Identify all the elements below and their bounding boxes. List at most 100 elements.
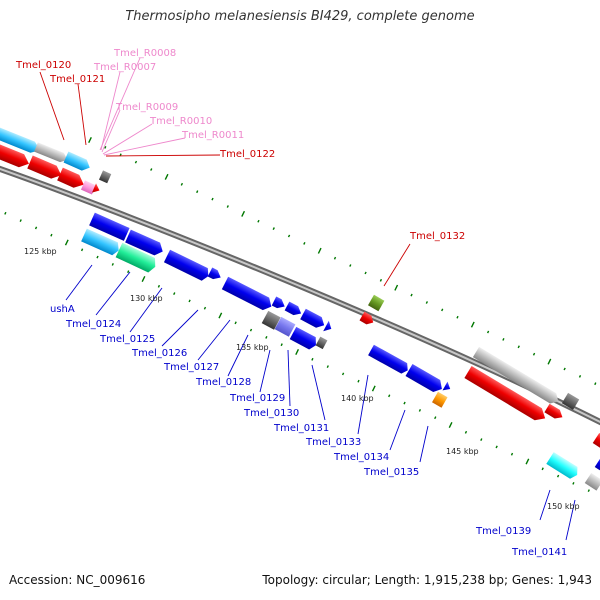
scale-tick xyxy=(572,481,575,485)
gene-label[interactable]: Tmel_0122 xyxy=(219,149,275,160)
scale-tick xyxy=(19,219,22,222)
scale-tick xyxy=(64,239,69,246)
gene-label[interactable]: Tmel_0128 xyxy=(195,377,251,388)
scale-label: 130 kbp xyxy=(130,294,163,303)
scale-tick xyxy=(88,136,92,144)
scale-tick xyxy=(541,467,544,471)
gene-label[interactable]: Tmel_0124 xyxy=(65,319,121,330)
gene-label[interactable]: Tmel_R0007 xyxy=(93,62,156,73)
trna-feature xyxy=(80,180,96,195)
cds-feature xyxy=(594,456,600,471)
scale-label: 145 kbp xyxy=(446,447,479,456)
scale-tick xyxy=(317,247,322,254)
cds-feature xyxy=(207,267,221,280)
scale-tick xyxy=(525,458,530,465)
cds-feature xyxy=(561,392,580,410)
scale-tick xyxy=(349,264,352,267)
gene-label[interactable]: Tmel_R0008 xyxy=(113,48,176,59)
cds-feature xyxy=(261,310,281,330)
scale-tick xyxy=(180,182,184,186)
scale-tick xyxy=(480,438,483,441)
cds-feature xyxy=(584,472,600,491)
scale-tick xyxy=(196,190,199,194)
scale-tick xyxy=(486,330,490,334)
scale-tick xyxy=(587,489,590,493)
scale-tick xyxy=(556,474,560,478)
gene-label[interactable]: Tmel_0134 xyxy=(333,452,389,463)
scale-tick xyxy=(357,379,360,383)
scale-labels: 125 kbp 130 kbp 135 kbp 140 kbp 145 kbp … xyxy=(24,247,580,511)
cds-feature xyxy=(544,403,563,419)
cds-feature xyxy=(91,183,100,193)
cds-feature xyxy=(221,276,272,311)
scale-tick xyxy=(594,382,597,386)
scale-tick xyxy=(470,321,475,328)
gene-label[interactable]: Tmel_0125 xyxy=(99,334,155,345)
scale-tick xyxy=(127,270,130,274)
cds-feature xyxy=(546,452,578,479)
cds-feature xyxy=(274,316,296,337)
scale-tick xyxy=(425,301,429,304)
scale-tick xyxy=(364,271,367,275)
scale-tick xyxy=(164,173,169,180)
scale-tick xyxy=(563,367,566,371)
scale-tick xyxy=(111,263,114,266)
scale-tick xyxy=(50,233,53,237)
scale-tick xyxy=(257,219,260,223)
scale-tick xyxy=(388,394,391,398)
scale-tick xyxy=(448,421,453,429)
gene-label[interactable]: Tmel_0131 xyxy=(273,423,329,434)
scale-tick xyxy=(173,292,176,296)
scale-tick xyxy=(495,445,498,449)
scale-tick xyxy=(464,430,468,434)
gene-label[interactable]: Tmel_0141 xyxy=(511,547,567,558)
cds-feature xyxy=(284,301,302,316)
gene-labels-top: Tmel_0120 Tmel_R0008 Tmel_R0007 Tmel_012… xyxy=(15,48,465,242)
gene-label[interactable]: Tmel_0129 xyxy=(229,393,285,404)
gene-label[interactable]: ushA xyxy=(50,304,75,315)
cds-feature xyxy=(464,365,546,421)
gene-label[interactable]: Tmel_0120 xyxy=(15,60,71,71)
cds-feature xyxy=(289,326,316,350)
scale-tick xyxy=(456,315,459,319)
scale-tick xyxy=(341,372,345,376)
cds-feature xyxy=(89,212,130,241)
scale-tick xyxy=(241,210,246,217)
cds-feature xyxy=(27,155,62,179)
gene-label[interactable]: Tmel_0132 xyxy=(409,231,465,242)
gene-label[interactable]: Tmel_0135 xyxy=(363,467,419,478)
scale-tick xyxy=(272,227,275,231)
scale-tick xyxy=(80,248,84,252)
gene-label[interactable]: Tmel_0126 xyxy=(131,348,187,359)
scale-tick xyxy=(311,357,314,361)
cds-feature xyxy=(405,363,442,393)
scale-tick xyxy=(287,234,291,238)
scale-tick xyxy=(226,205,229,208)
scale-tick xyxy=(295,348,300,356)
cds-feature xyxy=(315,336,328,350)
cds-feature xyxy=(163,249,209,281)
scale-tick xyxy=(410,293,413,297)
scale-tick xyxy=(249,328,253,332)
cds-feature xyxy=(98,170,112,184)
scale-tick xyxy=(371,385,376,392)
gene-label[interactable]: Tmel_R0011 xyxy=(181,130,244,141)
cds-feature xyxy=(34,142,68,163)
scale-tick xyxy=(502,338,505,341)
scale-tick xyxy=(441,308,444,312)
gene-label[interactable]: Tmel_0133 xyxy=(305,437,361,448)
gene-label[interactable]: Tmel_0121 xyxy=(49,74,105,85)
scale-tick xyxy=(510,452,514,456)
gene-label[interactable]: Tmel_0139 xyxy=(475,526,531,537)
cds-feature xyxy=(125,229,163,256)
gene-label[interactable]: Tmel_0127 xyxy=(163,362,219,373)
gene-label[interactable]: Tmel_0130 xyxy=(243,408,299,419)
cds-feature xyxy=(368,344,408,374)
scale-tick xyxy=(4,211,7,215)
gene-label[interactable]: Tmel_R0009 xyxy=(115,102,178,113)
gene-label[interactable]: Tmel_R0010 xyxy=(149,116,212,127)
scale-tick xyxy=(211,197,214,201)
cds-feature xyxy=(115,242,156,273)
